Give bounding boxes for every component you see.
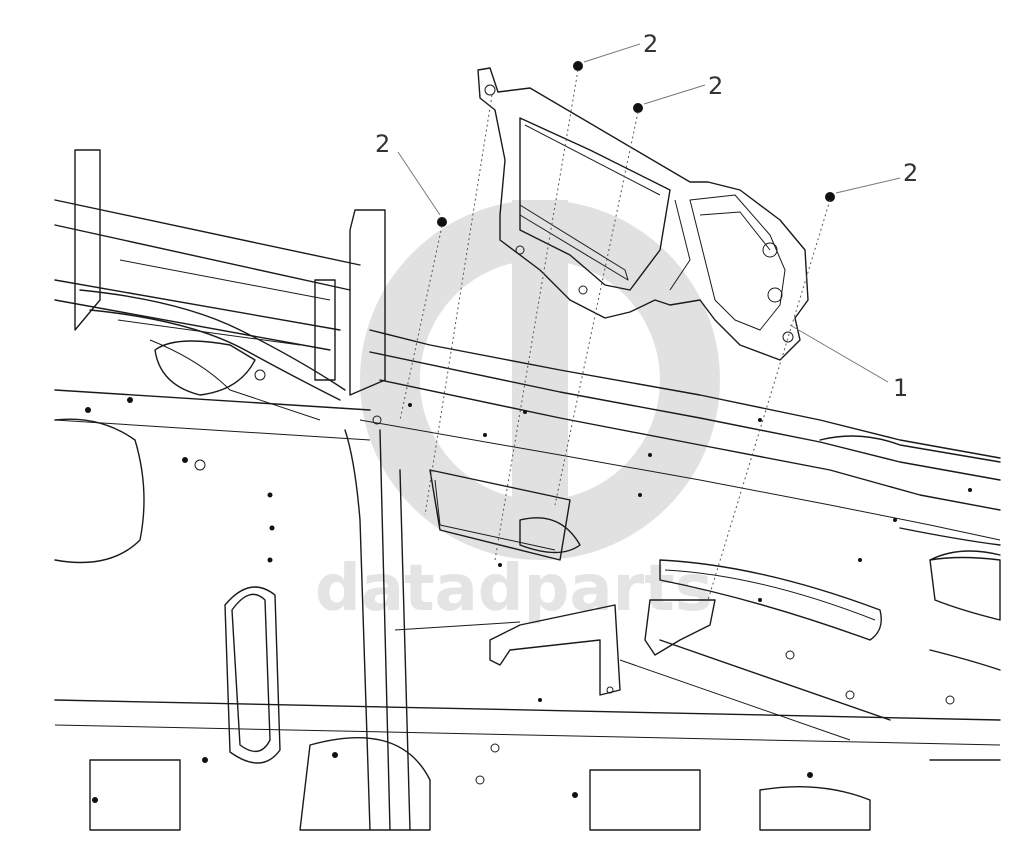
callout-nut-a: 2 xyxy=(643,30,658,58)
callout-bracket: 1 xyxy=(893,374,908,402)
nut-c-icon xyxy=(437,217,447,227)
nut-parts xyxy=(437,61,835,227)
assembly-axes xyxy=(399,69,831,601)
watermark-logo xyxy=(360,200,720,560)
watermark-text: datadparts xyxy=(315,552,713,626)
callout-nut-d: 2 xyxy=(903,159,918,187)
callout-labels: 2 2 2 2 1 xyxy=(375,30,918,402)
callout-nut-c: 2 xyxy=(375,130,390,158)
rivet-holes xyxy=(85,369,972,803)
leader-lines xyxy=(397,43,901,383)
nut-a-icon xyxy=(573,61,583,71)
nut-b-icon xyxy=(633,103,643,113)
nut-d-icon xyxy=(825,192,835,202)
bracket-part-1 xyxy=(477,67,809,361)
watermark: datadparts xyxy=(315,200,720,626)
floor-panel xyxy=(54,149,1001,831)
callout-nut-b: 2 xyxy=(708,72,723,100)
